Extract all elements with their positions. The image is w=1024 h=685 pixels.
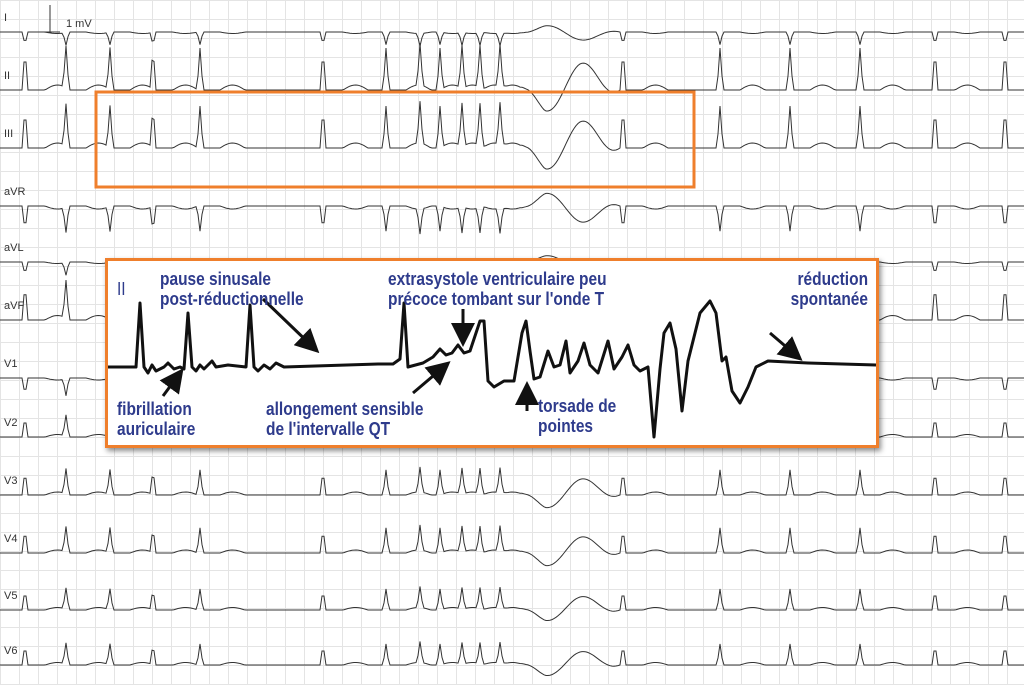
annotation-allongement-qt: allongement sensible de l'intervalle QT	[266, 399, 423, 439]
lead-label-avf: aVF	[4, 300, 25, 312]
annotation-line: précoce tombant sur l'onde T	[388, 289, 605, 309]
ecg-trace-v5	[0, 586, 1024, 621]
ecg-trace-ii	[0, 43, 1024, 112]
lead-label-v1: V1	[4, 358, 18, 370]
lead-label-v4: V4	[4, 533, 18, 545]
lead-label-iii: III	[4, 128, 14, 140]
annotation-line: spontanée	[790, 289, 868, 309]
lead-label-i: I	[4, 12, 8, 24]
ecg-trace-v4	[0, 524, 1024, 567]
annotation-line: pointes	[538, 416, 594, 436]
annotated-inset-lead-ii: II pause sinusale post-réductionnelle fi…	[105, 258, 879, 448]
annotation-line: allongement sensible	[266, 399, 424, 419]
lead-label-ii: II	[4, 70, 11, 82]
annotation-line: de l'intervalle QT	[266, 419, 391, 439]
annotation-extrasystole: extrasystole ventriculaire peu précoce t…	[388, 269, 607, 309]
ecg-trace-v6	[0, 641, 1024, 676]
ecg-trace-avr	[0, 192, 1024, 235]
annotation-pause-sinusale: pause sinusale post-réductionnelle	[160, 269, 304, 309]
calibration-label: 1 mV	[66, 18, 92, 30]
annotation-fibrillation-auriculaire: fibrillation auriculaire	[117, 399, 195, 439]
annotation-line: post-réductionnelle	[160, 289, 304, 309]
annotation-line: extrasystole ventriculaire peu	[388, 269, 607, 289]
annotation-line: pause sinusale	[160, 269, 271, 289]
lead-label-v6: V6	[4, 645, 18, 657]
ecg-trace-iii	[0, 101, 1024, 170]
annotation-line: torsade de	[538, 396, 617, 416]
lead-label-v3: V3	[4, 475, 18, 487]
inset-lead-label: II	[117, 279, 126, 299]
lead-label-avl: aVL	[4, 242, 24, 254]
annotation-line: fibrillation	[117, 399, 192, 419]
calibration-mark	[40, 5, 60, 33]
annotation-line: auriculaire	[117, 419, 196, 439]
ecg-trace-v3	[0, 466, 1024, 509]
annotation-reduction-spontanee: réduction spontanée	[791, 269, 868, 309]
lead-label-v5: V5	[4, 590, 18, 602]
ecg-trace-i	[0, 25, 1024, 47]
lead-label-avr: aVR	[4, 186, 26, 198]
annotation-line: réduction	[797, 269, 868, 289]
lead-label-v2: V2	[4, 417, 18, 429]
inset-trace	[108, 297, 876, 439]
annotation-torsade-de-pointes: torsade de pointes	[538, 396, 616, 436]
